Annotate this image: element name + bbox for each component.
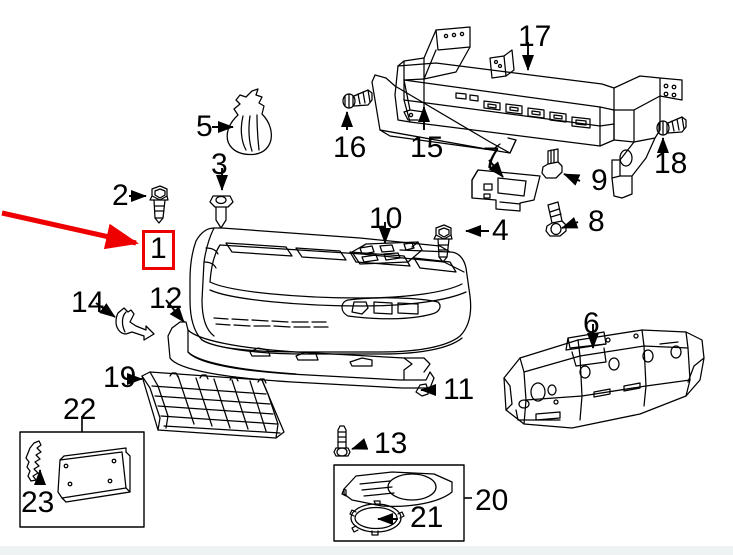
part-7-bracket	[471, 169, 541, 212]
part-9-shoulder-bolt	[541, 148, 563, 179]
part-5-hardware-bag	[226, 88, 272, 156]
part-18-bolt	[656, 116, 687, 136]
callout-9[interactable]: 9	[591, 164, 608, 197]
callout-17[interactable]: 17	[518, 20, 552, 53]
highlight-arrow	[1, 210, 139, 250]
callout-5[interactable]: 5	[196, 110, 213, 143]
callout-18[interactable]: 18	[654, 147, 688, 180]
callout-1[interactable]: 1	[142, 230, 175, 270]
inset-20-fog-lamp	[333, 464, 465, 542]
part-3-push-pin-retainer	[209, 195, 234, 229]
callout-8[interactable]: 8	[588, 205, 605, 238]
part-12-lower-valance	[167, 321, 435, 389]
callout-11[interactable]: 11	[443, 373, 475, 406]
callout-7[interactable]: 7	[483, 142, 500, 175]
callout-20[interactable]: 20	[475, 484, 509, 517]
part-15-upper-filler-trim	[371, 74, 517, 154]
callout-2[interactable]: 2	[112, 179, 129, 212]
callout-22[interactable]: 22	[63, 393, 97, 426]
part-17-reinforcement-beam	[394, 26, 683, 199]
callout-15[interactable]: 15	[410, 131, 444, 164]
part-4-hex-flange-bolt	[433, 224, 453, 263]
leader-lines	[33, 42, 670, 526]
inset-22-license-plate	[19, 431, 145, 528]
callout-6[interactable]: 6	[583, 307, 600, 340]
part-19-lower-center-grille	[141, 371, 285, 439]
part-2-hex-flange-bolt	[149, 185, 169, 224]
part-14-tow-hook-cover	[115, 307, 155, 341]
callout-21[interactable]: 21	[410, 501, 444, 534]
callout-23[interactable]: 23	[21, 486, 55, 519]
part-16-bolt	[342, 89, 373, 109]
part-13-tapping-screw	[333, 425, 351, 457]
callout-12[interactable]: 12	[149, 282, 183, 315]
callout-14[interactable]: 14	[71, 286, 105, 319]
callout-16[interactable]: 16	[333, 131, 367, 164]
callout-10[interactable]: 10	[369, 202, 403, 235]
callout-19[interactable]: 19	[103, 361, 137, 394]
part-8-tapping-screw	[545, 201, 567, 237]
part-6-energy-absorber	[503, 329, 705, 429]
callout-4[interactable]: 4	[492, 214, 509, 247]
callout-3[interactable]: 3	[211, 148, 228, 181]
part-1-front-bumper-cover	[189, 227, 472, 355]
footer-strip	[0, 546, 733, 555]
callout-13[interactable]: 13	[374, 427, 408, 460]
